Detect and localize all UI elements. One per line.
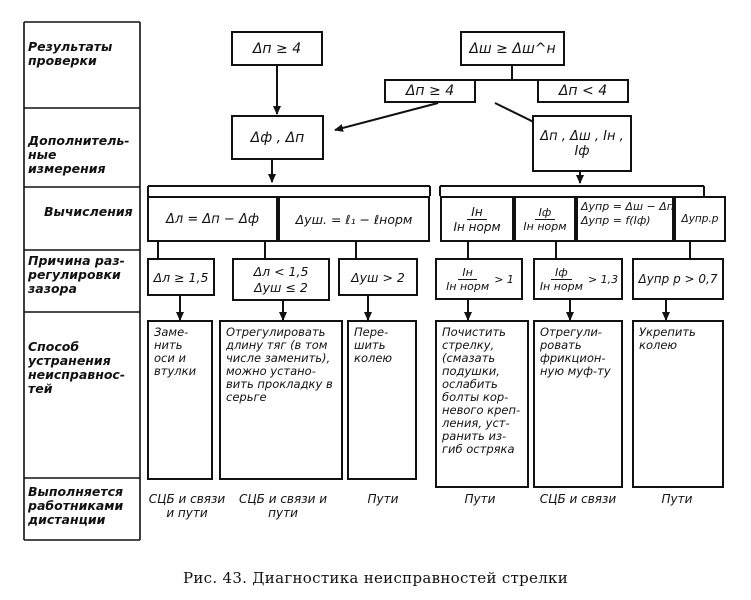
box-calc-dush-text: Δуш. = ℓ₁ − ℓнорм xyxy=(295,211,413,227)
fraction-ih: Iн Iн норм xyxy=(451,205,502,234)
fraction-iphi: Iф Iн норм xyxy=(521,206,568,233)
cause-fraction-ih: Iн Iн норм xyxy=(444,266,491,293)
row-label-cause: Причина раз-регулировки зазора xyxy=(28,253,125,296)
box-dp-dsh-ih-iphi-text: Δп , Δш , Iн , Iф xyxy=(540,128,624,159)
box-cause-dush-text: Δуш > 2 xyxy=(351,269,405,285)
fraction-iphi-den: Iн норм xyxy=(523,219,567,233)
performer-5: СЦБ и связи xyxy=(539,492,617,506)
cause-fraction-iphi-num: Iф xyxy=(551,266,572,280)
performer-6: Пути xyxy=(661,492,693,506)
cause-fraction-ih-num: Iн xyxy=(458,266,477,280)
fraction-iphi-num: Iф xyxy=(534,206,556,220)
box-dp-ge4-top: Δп ≥ 4 xyxy=(231,31,323,66)
box-cause-iphi: Iф Iн норм > 1,3 xyxy=(533,258,623,300)
box-cause-ih: Iн Iн норм > 1 xyxy=(435,258,523,300)
box-dsh-ge-text: Δш ≥ Δш^н xyxy=(469,40,556,57)
box-dphi-dp-text: Δф , Δп xyxy=(250,129,305,146)
cause-ih-compare: > 1 xyxy=(494,272,514,286)
box-calc-dupr-line2: Δупр = f(Iф) xyxy=(581,214,651,227)
box-fix-adjust: Отрегулировать длину тяг (в том числе за… xyxy=(219,320,343,480)
box-fix-replace: Заме-нить оси и втулки xyxy=(147,320,213,480)
cause-fraction-iphi-den: Iн норм xyxy=(539,279,583,293)
box-cause-dl-dush-line2: Δуш ≤ 2 xyxy=(254,279,308,295)
performer-1: СЦБ и связи и пути xyxy=(148,492,226,520)
box-cause-dl-text: Δл ≥ 1,5 xyxy=(153,269,209,285)
box-calc-dl-text: Δл = Δп − Δф xyxy=(166,211,259,227)
box-dp-ge4-mid: Δп ≥ 4 xyxy=(384,79,476,103)
box-dsh-ge: Δш ≥ Δш^н xyxy=(460,31,565,66)
box-cause-duprr-text: Δупр р > 0,7 xyxy=(638,272,718,286)
performer-4: Пути xyxy=(464,492,496,506)
box-cause-dl-dush-line1: Δл < 1,5 xyxy=(253,263,309,279)
performer-3: Пути xyxy=(367,492,399,506)
box-dphi-dp: Δф , Δп xyxy=(231,115,324,160)
box-fix-regauge: Пере-шить колею xyxy=(347,320,417,480)
box-calc-dl: Δл = Δп − Δф xyxy=(147,196,278,242)
box-fix-clean: Почистить стрелку, (смазать подушки, осл… xyxy=(435,320,529,488)
cause-fraction-iphi: Iф Iн норм xyxy=(538,266,585,293)
box-calc-ih: Iн Iн норм xyxy=(440,196,514,242)
box-dp-lt4-text: Δп < 4 xyxy=(558,83,608,99)
box-calc-dupr: Δупр = Δш − Δп Δупр = f(Iф) xyxy=(576,196,674,242)
box-fix-strengthen: Укрепить колею xyxy=(632,320,724,488)
box-fix-clutch: Отрегули-ровать фрикцион-ную муф-ту xyxy=(533,320,623,488)
box-dp-ge4-mid-text: Δп ≥ 4 xyxy=(405,83,455,99)
row-label-method: Способ устранения неисправнос-тей xyxy=(28,339,126,396)
row-label-results: Результаты проверки xyxy=(28,39,113,68)
box-calc-iphi: Iф Iн норм xyxy=(514,196,576,242)
box-cause-dl-dush: Δл < 1,5 Δуш ≤ 2 xyxy=(232,258,330,301)
box-dp-ge4-top-text: Δп ≥ 4 xyxy=(252,40,302,57)
box-cause-dush: Δуш > 2 xyxy=(338,258,418,296)
fraction-ih-den: Iн норм xyxy=(453,219,501,234)
row-label-performed: Выполняется работниками дистанции xyxy=(28,484,124,527)
cause-fraction-ih-den: Iн норм xyxy=(446,279,490,293)
box-calc-duprr-text: Δупр.р xyxy=(681,213,719,225)
performer-2: СЦБ и связи и пути xyxy=(238,492,328,520)
box-dp-dsh-ih-iphi: Δп , Δш , Iн , Iф xyxy=(532,115,632,172)
fraction-ih-num: Iн xyxy=(467,205,487,220)
box-calc-duprr: Δупр.р xyxy=(674,196,726,242)
box-cause-duprr: Δупр р > 0,7 xyxy=(632,258,724,300)
box-dp-lt4: Δп < 4 xyxy=(537,79,629,103)
box-calc-dupr-line1: Δупр = Δш − Δп xyxy=(581,200,674,213)
cause-iphi-compare: > 1,3 xyxy=(587,272,619,286)
row-label-additional: Дополнитель-ные измерения xyxy=(28,133,130,176)
row-label-calculations: Вычисления xyxy=(44,204,133,219)
box-calc-dush: Δуш. = ℓ₁ − ℓнорм xyxy=(278,196,430,242)
figure-caption: Рис. 43. Диагностика неисправностей стре… xyxy=(182,569,569,587)
box-cause-dl: Δл ≥ 1,5 xyxy=(147,258,215,296)
